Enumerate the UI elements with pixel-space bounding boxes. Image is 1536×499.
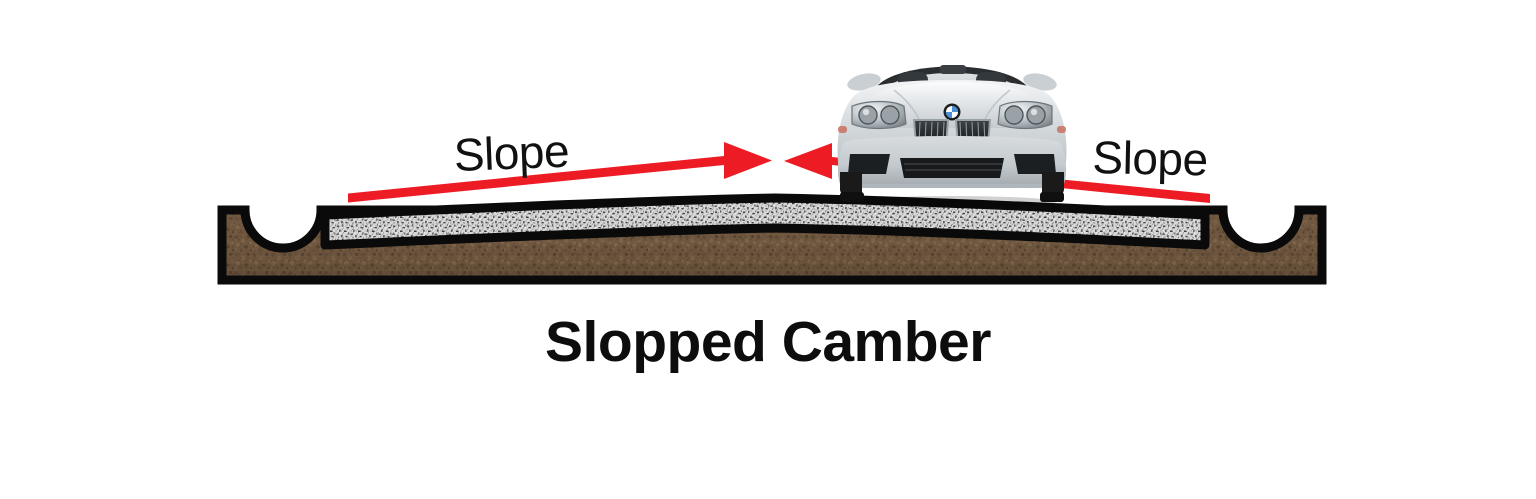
car-illustration [837, 65, 1067, 208]
slope-arrow-right [784, 143, 1210, 203]
car-shadow [848, 196, 1056, 208]
headlight-left [851, 100, 907, 130]
headlight-right [997, 100, 1053, 130]
center-air-intake [900, 158, 1004, 178]
diagram-title: Slopped Camber [545, 310, 991, 374]
side-mirrors [847, 73, 1057, 91]
slope-label-left: Slope [452, 124, 570, 181]
front-wheels [840, 172, 1064, 202]
marker-light-right [1057, 126, 1066, 133]
slope-arrow-left [348, 142, 772, 203]
gutter-channel-left [240, 209, 326, 253]
front-bumper [837, 126, 1067, 184]
bmw-badge-icon [943, 103, 961, 121]
slope-label-right: Slope [1091, 131, 1209, 186]
bmw-convertible-car [828, 34, 1076, 209]
gutter-channel-right [1218, 209, 1304, 253]
side-intake-right [1014, 154, 1056, 174]
rearview-mirror [940, 65, 966, 74]
side-intake-left [848, 154, 890, 174]
marker-light-left [838, 126, 847, 133]
